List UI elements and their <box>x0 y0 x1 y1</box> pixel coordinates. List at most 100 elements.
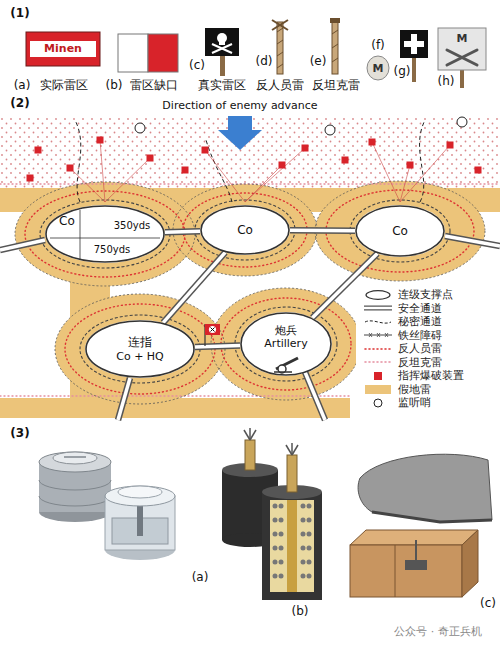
passage-inner <box>163 252 225 322</box>
caption: 实际雷区 <box>40 79 88 93</box>
legend-sample-box <box>362 315 394 328</box>
legend-text: 反坦克雷 <box>398 356 442 369</box>
legend-sample-part <box>369 333 388 337</box>
legend-sample-part <box>364 306 392 311</box>
sign-minen <box>26 32 100 66</box>
schu-mine <box>350 454 492 597</box>
hq-flag <box>205 324 220 346</box>
legend-sample-part <box>364 307 392 310</box>
dimension-label: 350yds <box>114 220 151 232</box>
legend-sample-box <box>362 383 394 396</box>
oval-shape <box>46 206 164 262</box>
sign-bones <box>438 28 486 88</box>
passage-inner <box>290 229 355 233</box>
legend-sample <box>363 330 393 340</box>
command-charge <box>27 137 482 182</box>
callout-letter: (c) <box>189 59 205 73</box>
secret-passage <box>75 120 425 202</box>
post-antitank <box>330 18 340 74</box>
legend-sample-part <box>366 290 390 299</box>
legend-row: 指挥爆破装置 <box>362 369 464 382</box>
legend-text: 假地雷 <box>398 383 431 396</box>
oval-shape <box>86 321 194 377</box>
glass-mine <box>39 452 111 522</box>
caption: 雷区缺口 <box>130 79 178 93</box>
command-wire <box>70 140 450 202</box>
watermark: 公众号 · 奇正兵机 <box>394 626 482 639</box>
legend-row: 监听哨 <box>362 396 431 409</box>
node-text-box: 连指Co + HQ <box>85 320 195 378</box>
antitank-line <box>0 184 500 396</box>
strongpoint-oval: 连指Co + HQ <box>85 320 195 378</box>
passage-inner <box>165 231 200 232</box>
legend-text: 秘密通道 <box>398 315 442 328</box>
barbed-wire <box>15 181 485 404</box>
sign-letter: M <box>457 33 468 46</box>
legend-sample-box <box>362 356 394 369</box>
callout-letter: (e) <box>310 55 327 69</box>
legend-sample <box>363 344 393 354</box>
strongpoint-oval: Co <box>200 205 290 255</box>
legend-sample <box>363 398 393 408</box>
safe-passage <box>290 230 355 231</box>
legend-sample-part <box>365 320 391 322</box>
sign-skull <box>205 28 239 76</box>
callout-letter: (b) <box>106 79 123 93</box>
passage-outer <box>163 252 225 322</box>
legend-sample <box>363 357 393 367</box>
listening-post <box>135 117 467 135</box>
node-label: 炮兵 <box>275 324 297 337</box>
strongpoint-oval: 炮兵Artillery <box>240 312 332 376</box>
legend-row: 假地雷 <box>362 383 431 396</box>
oval-shape <box>241 313 331 375</box>
legend-swatch <box>374 372 382 380</box>
legend-sample <box>363 290 393 300</box>
legend-row: 连级支撑点 <box>362 288 453 301</box>
section-number: (2) <box>10 97 29 111</box>
node-label: Co <box>59 214 75 228</box>
s-mine-cutaway <box>262 443 322 600</box>
direction-label: Direction of enemy advance <box>162 100 317 113</box>
dimension-label: 750yds <box>94 244 131 256</box>
callout-letter: (f) <box>371 39 385 53</box>
legend-sample-box <box>362 302 394 315</box>
node-text-box: 炮兵Artillery <box>240 312 332 376</box>
legend-sample-box <box>362 369 394 382</box>
passage-outer <box>165 231 200 232</box>
post-antipersonnel <box>272 20 288 74</box>
legend-text: 安全通道 <box>398 302 442 315</box>
node-label: 连指 <box>128 335 152 349</box>
legend-text: 监听哨 <box>398 396 431 409</box>
callout-letter: (a) <box>14 79 31 93</box>
oval-shape <box>201 206 289 254</box>
callout-letter: (c) <box>480 597 496 611</box>
passage-inner <box>195 346 240 348</box>
caption: 反坦克雷 <box>312 79 360 93</box>
dimension-lines <box>50 210 160 259</box>
gun-icon <box>274 358 298 373</box>
legend-text: 指挥爆破装置 <box>398 369 464 382</box>
legend-row: 秘密通道 <box>362 315 442 328</box>
passage-outer <box>290 227 355 234</box>
node-sublabel: Co + HQ <box>116 350 164 363</box>
caption: 反人员雷 <box>256 79 304 93</box>
sign-gap <box>118 34 178 72</box>
legend-row: 反坦克雷 <box>362 356 442 369</box>
safe-passage <box>163 252 225 322</box>
legend-sample-box <box>362 396 394 409</box>
marker-stone <box>367 56 389 80</box>
callout-letter: (g) <box>394 65 411 79</box>
oval-shape <box>356 206 444 256</box>
callout-letter: (b) <box>292 605 309 619</box>
outer-passage <box>0 236 500 420</box>
legend-row: 反人员雷 <box>362 342 442 355</box>
legend-row: 铁丝障碍 <box>362 329 442 342</box>
safe-passage <box>165 231 200 232</box>
section-number: (1) <box>10 7 29 21</box>
stone-letter: M <box>373 63 384 76</box>
dummy-minefield <box>0 181 500 418</box>
legend-row: 安全通道 <box>362 302 442 315</box>
legend-sample <box>363 303 393 313</box>
caption: 真实雷区 <box>198 79 246 93</box>
